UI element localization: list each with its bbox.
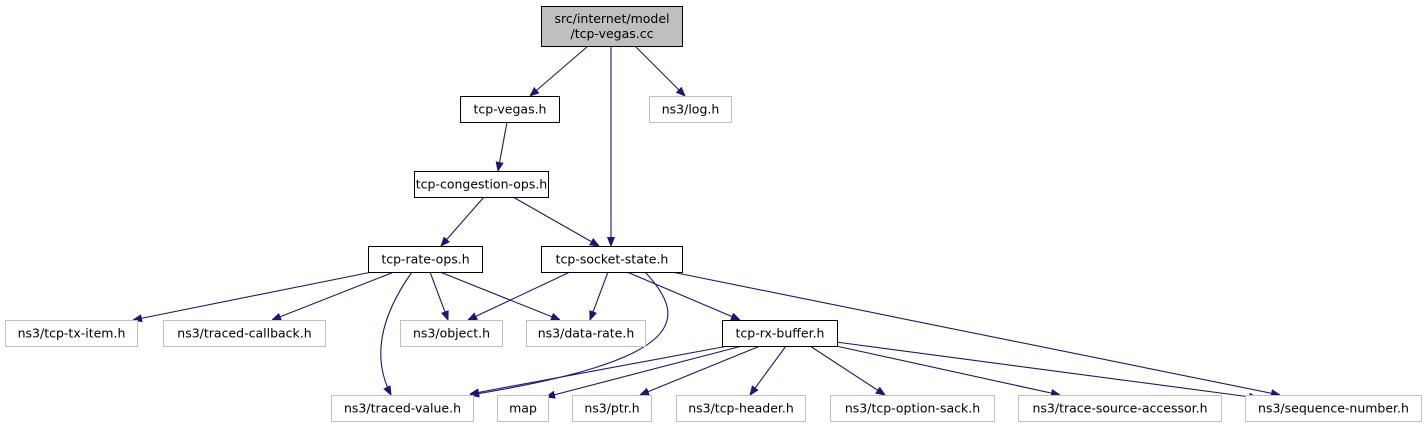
node-label-ns3-trace-source-accessor-h: ns3/trace-source-accessor.h (1032, 401, 1207, 416)
node-box-ns3-log-h (649, 96, 732, 123)
edge-tcp-rx-buffer-h-to-ns3-ptr-h (640, 345, 761, 396)
node-label-tcp-congestion-ops-h: tcp-congestion-ops.h (416, 177, 547, 192)
node-box-ns3-sequence-number-h (1245, 395, 1422, 422)
node-ns3-ptr-h: ns3/ptr.h (572, 395, 652, 422)
node-label-root-line-0: src/internet/model (554, 11, 669, 26)
node-tcp-rx-buffer-h[interactable]: tcp-rx-buffer.h (722, 320, 838, 347)
node-box-ns3-data-rate-h (526, 320, 646, 347)
edge-tcp-socket-state-h-to-ns3-object-h (468, 271, 571, 320)
edge-root-to-tcp-vegas-h (530, 45, 589, 96)
edge-tcp-rx-buffer-h-to-map (546, 345, 743, 397)
node-label-ns3-traced-value-h: ns3/traced-value.h (344, 401, 461, 416)
node-label-tcp-rx-buffer-h: tcp-rx-buffer.h (736, 326, 825, 341)
edge-tcp-socket-state-h-to-ns3-sequence-number-h (671, 271, 1280, 395)
node-box-ns3-ptr-h (572, 395, 652, 422)
node-box-root (541, 6, 683, 47)
node-box-map (497, 395, 549, 422)
edge-tcp-rate-ops-h-to-ns3-data-rate-h (439, 271, 560, 321)
edge-tcp-rx-buffer-h-to-ns3-tcp-option-sack-h (809, 345, 885, 395)
edge-tcp-socket-state-h-to-ns3-traced-value-h (470, 271, 669, 395)
node-ns3-trace-source-accessor-h: ns3/trace-source-accessor.h (1018, 395, 1222, 422)
node-box-ns3-object-h (400, 320, 503, 347)
edge-tcp-rx-buffer-h-to-ns3-sequence-number-h (835, 341, 1258, 398)
edge-tcp-rate-ops-h-to-ns3-tcp-tx-item-h (133, 271, 373, 320)
node-box-ns3-tcp-tx-item-h (5, 320, 138, 347)
node-ns3-sequence-number-h: ns3/sequence-number.h (1245, 395, 1422, 422)
node-root[interactable]: src/internet/model/tcp-vegas.cc (541, 6, 683, 47)
node-label-ns3-object-h: ns3/object.h (413, 326, 490, 341)
node-map: map (497, 395, 549, 422)
edge-tcp-rate-ops-h-to-ns3-traced-value-h (380, 271, 413, 395)
edge-tcp-socket-state-h-to-ns3-data-rate-h (590, 271, 609, 320)
node-label-ns3-ptr-h: ns3/ptr.h (584, 401, 639, 416)
node-box-ns3-trace-source-accessor-h (1018, 395, 1222, 422)
node-ns3-traced-value-h: ns3/traced-value.h (331, 395, 474, 422)
edge-tcp-socket-state-h-to-tcp-rx-buffer-h (626, 271, 740, 321)
node-label-root-line-1: /tcp-vegas.cc (570, 26, 653, 41)
node-label-ns3-tcp-tx-item-h: ns3/tcp-tx-item.h (18, 326, 126, 341)
node-label-ns3-log-h: ns3/log.h (662, 102, 720, 117)
node-box-ns3-tcp-header-h (676, 395, 806, 422)
node-tcp-congestion-ops-h[interactable]: tcp-congestion-ops.h (414, 171, 549, 198)
node-ns3-tcp-option-sack-h: ns3/tcp-option-sack.h (830, 395, 995, 422)
node-label-ns3-sequence-number-h: ns3/sequence-number.h (1258, 401, 1409, 416)
edge-tcp-rate-ops-h-to-ns3-object-h (429, 271, 448, 320)
node-ns3-object-h: ns3/object.h (400, 320, 503, 347)
edge-tcp-congestion-ops-h-to-tcp-socket-state-h (512, 196, 599, 246)
node-label-tcp-rate-ops-h: tcp-rate-ops.h (381, 252, 469, 267)
node-tcp-vegas-h[interactable]: tcp-vegas.h (460, 96, 560, 123)
edge-tcp-rx-buffer-h-to-ns3-tcp-header-h (750, 345, 787, 395)
node-label-ns3-data-rate-h: ns3/data-rate.h (538, 326, 635, 341)
node-box-tcp-rate-ops-h (368, 246, 483, 273)
node-label-ns3-tcp-header-h: ns3/tcp-header.h (688, 401, 794, 416)
edge-tcp-rx-buffer-h-to-ns3-traced-value-h (470, 345, 729, 394)
node-ns3-log-h: ns3/log.h (649, 96, 732, 123)
node-box-tcp-vegas-h (460, 96, 560, 123)
node-label-ns3-tcp-option-sack-h: ns3/tcp-option-sack.h (845, 401, 980, 416)
node-label-tcp-socket-state-h: tcp-socket-state.h (556, 252, 669, 267)
node-box-ns3-tcp-option-sack-h (830, 395, 995, 422)
node-box-tcp-congestion-ops-h (414, 171, 549, 198)
edges-layer (133, 45, 1280, 398)
node-ns3-traced-callback-h: ns3/traced-callback.h (163, 320, 326, 347)
node-ns3-data-rate-h: ns3/data-rate.h (526, 320, 646, 347)
node-ns3-tcp-header-h: ns3/tcp-header.h (676, 395, 806, 422)
node-box-tcp-socket-state-h (541, 246, 683, 273)
edge-tcp-rate-ops-h-to-ns3-traced-callback-h (272, 271, 395, 321)
edge-root-to-ns3-log-h (634, 45, 685, 96)
edge-tcp-rx-buffer-h-to-ns3-trace-source-accessor-h (835, 345, 1060, 395)
node-label-map: map (509, 401, 537, 416)
nodes-layer: src/internet/model/tcp-vegas.cc tcp-vegas… (5, 6, 1422, 422)
node-box-ns3-traced-value-h (331, 395, 474, 422)
node-box-tcp-rx-buffer-h (722, 320, 838, 347)
node-ns3-tcp-tx-item-h: ns3/tcp-tx-item.h (5, 320, 138, 347)
node-tcp-socket-state-h[interactable]: tcp-socket-state.h (541, 246, 683, 273)
node-label-tcp-vegas-h: tcp-vegas.h (474, 102, 547, 117)
node-box-ns3-traced-callback-h (163, 320, 326, 347)
edge-tcp-vegas-h-to-tcp-congestion-ops-h (498, 121, 508, 171)
node-label-ns3-traced-callback-h: ns3/traced-callback.h (177, 326, 311, 341)
edge-tcp-congestion-ops-h-to-tcp-rate-ops-h (441, 196, 485, 246)
node-tcp-rate-ops-h[interactable]: tcp-rate-ops.h (368, 246, 483, 273)
